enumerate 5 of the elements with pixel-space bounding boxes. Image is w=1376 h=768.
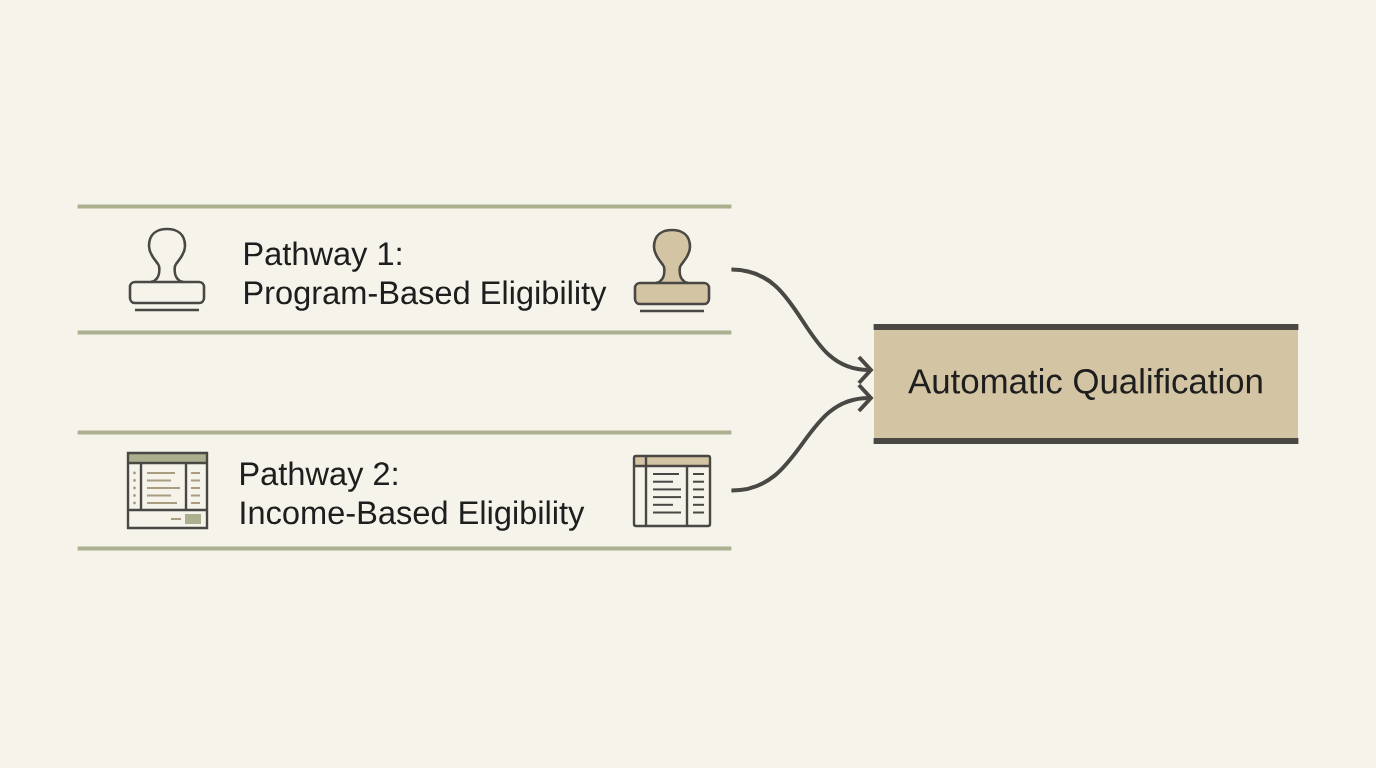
pathway-band: Pathway 2: Income-Based Eligibility (77, 430, 732, 551)
pathway-band: Pathway 1: Program-Based Eligibility (77, 204, 732, 335)
arrow (731, 383, 874, 493)
result-box: Automatic Qualification (873, 324, 1299, 444)
arrow (731, 267, 874, 385)
